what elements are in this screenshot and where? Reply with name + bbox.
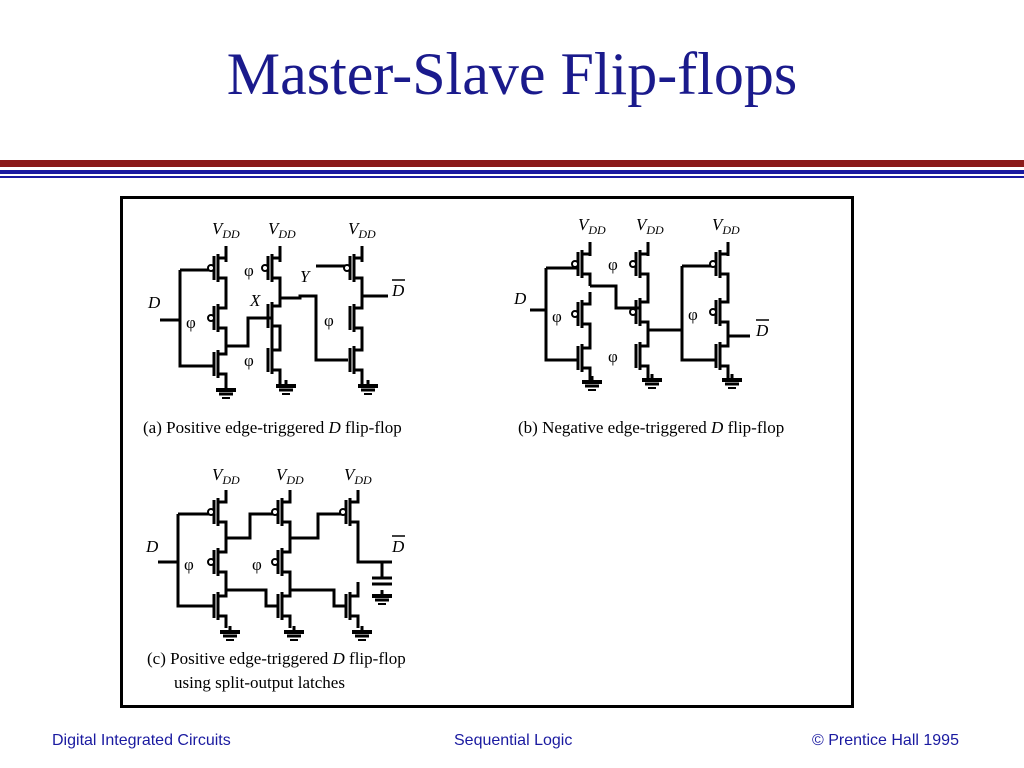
vdd-label: VDD bbox=[578, 215, 606, 237]
footer-course: Digital Integrated Circuits bbox=[52, 732, 231, 749]
phi-label: φ bbox=[244, 261, 254, 280]
output-dbar-label: D bbox=[755, 321, 769, 340]
phi-label: φ bbox=[608, 255, 618, 274]
output-dbar-label: D bbox=[391, 537, 405, 556]
footer-topic: Sequential Logic bbox=[454, 732, 573, 749]
slide-title: Master-Slave Flip-flops bbox=[226, 41, 798, 107]
vdd-label: VDD bbox=[212, 219, 240, 241]
input-d-label: D bbox=[513, 289, 527, 308]
input-d-label: D bbox=[147, 293, 161, 312]
node-x-label: X bbox=[249, 291, 261, 310]
output-dbar-label: D bbox=[391, 281, 405, 300]
caption-b: (b) Negative edge-triggered D flip-flop bbox=[518, 418, 784, 437]
phi-label: φ bbox=[186, 313, 196, 332]
phi-label: φ bbox=[552, 307, 562, 326]
node-y-label: Y bbox=[300, 267, 311, 286]
phi-label: φ bbox=[688, 305, 698, 324]
schematic-a: VDD VDD VDD D φ φ φ φ X Y D bbox=[147, 219, 405, 400]
vdd-label: VDD bbox=[712, 215, 740, 237]
input-d-label: D bbox=[145, 537, 159, 556]
vdd-label: VDD bbox=[636, 215, 664, 237]
vdd-label: VDD bbox=[276, 465, 304, 487]
vdd-label: VDD bbox=[344, 465, 372, 487]
schematic-b: VDD VDD VDD D φ φ φ φ D bbox=[513, 215, 769, 392]
schematic-c: VDD VDD VDD D φ φ D bbox=[145, 465, 405, 642]
vdd-label: VDD bbox=[268, 219, 296, 241]
phi-label: φ bbox=[244, 351, 254, 370]
footer-copyright: © Prentice Hall 1995 bbox=[812, 732, 959, 749]
caption-c-line2: using split-output latches bbox=[174, 673, 345, 692]
phi-label: φ bbox=[252, 555, 262, 574]
phi-label: φ bbox=[324, 311, 334, 330]
vdd-label: VDD bbox=[212, 465, 240, 487]
caption-a: (a) Positive edge-triggered D flip-flop bbox=[143, 418, 402, 437]
phi-label: φ bbox=[184, 555, 194, 574]
caption-c: (c) Positive edge-triggered D flip-flop bbox=[147, 649, 406, 668]
vdd-label: VDD bbox=[348, 219, 376, 241]
figure-frame bbox=[120, 196, 854, 708]
title-divider-blue bbox=[0, 170, 1024, 174]
title-divider-blue-thin bbox=[0, 176, 1024, 178]
title-divider-red bbox=[0, 160, 1024, 167]
phi-label: φ bbox=[608, 347, 618, 366]
